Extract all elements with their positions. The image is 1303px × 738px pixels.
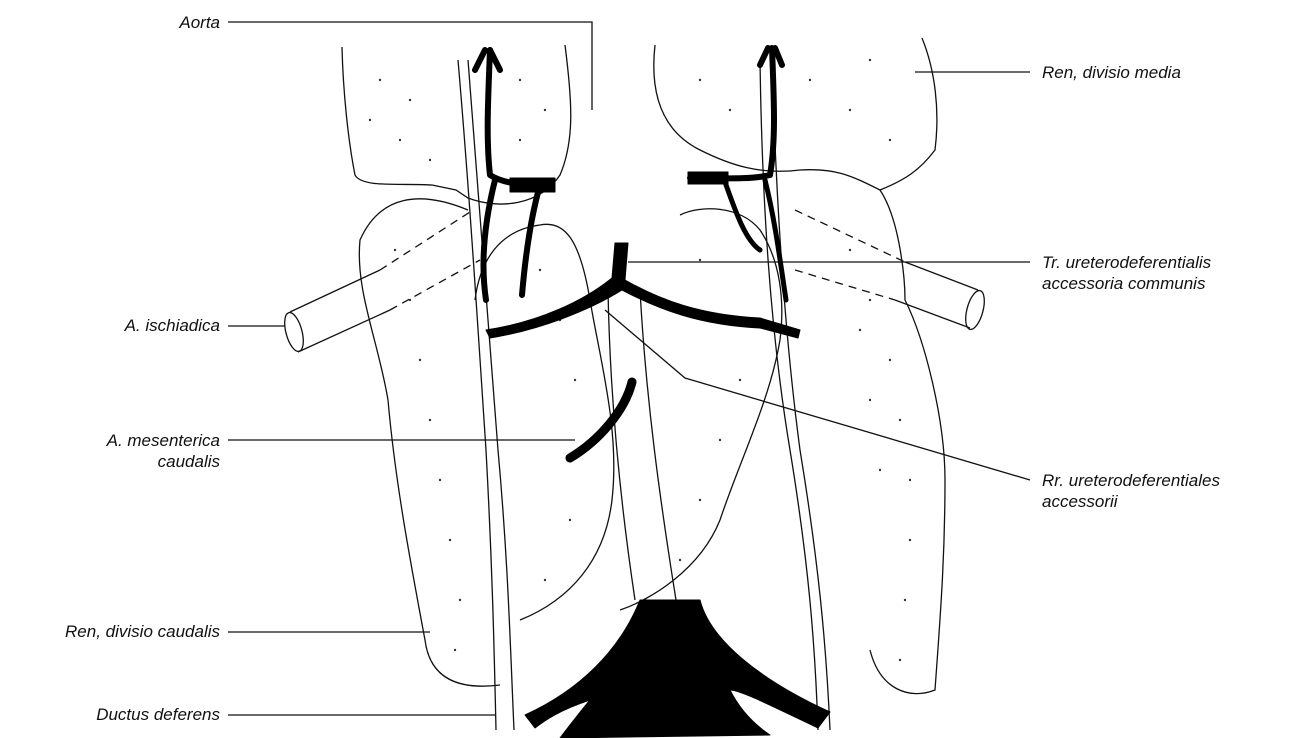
left-kidney-caudalis [359,199,500,686]
label-ren-divisio-caudalis: Ren, divisio caudalis [0,621,220,642]
label-rr-ureterodeferentiales: Rr. ureterodeferentiales accessorii [1042,470,1220,512]
leader-aorta [228,22,592,110]
aorta-outline-right [640,290,676,600]
a-mesenterica-caudalis [570,382,632,458]
right-kidney-media [654,38,937,190]
tr-ureterodeferentialis [486,243,800,338]
label-rr-ureterodeferentiales-line1: Rr. ureterodeferentiales [1042,470,1220,491]
label-a-mesenterica-line2: caudalis [20,451,220,472]
right-kidney-caudalis [870,190,945,694]
right-renal-artery-down [725,180,786,300]
aorta-bifurcation [525,600,830,738]
label-tr-ureterodeferentialis-line2: accessoria communis [1042,273,1211,294]
leader-rr-ureterodeferentiales [605,310,1030,480]
ductus-deferens-right-2 [772,60,830,730]
label-tr-ureterodeferentialis-line1: Tr. ureterodeferentialis [1042,252,1211,273]
label-rr-ureterodeferentiales-line2: accessorii [1042,491,1220,512]
label-ductus-deferens: Ductus deferens [0,704,220,725]
ischiadica-left-dashed [380,212,480,310]
ductus-deferens-right [760,60,818,730]
label-tr-ureterodeferentialis: Tr. ureterodeferentialis accessoria comm… [1042,252,1211,294]
label-ren-divisio-media: Ren, divisio media [1042,62,1181,83]
aorta-outline-left [608,290,635,600]
ischiadica-right-dashed [795,210,905,300]
label-a-mesenterica-line1: A. mesenterica [20,430,220,451]
label-a-mesenterica: A. mesenterica caudalis [20,430,220,472]
label-a-ischiadica: A. ischiadica [20,315,220,336]
label-aorta: Aorta [40,12,220,33]
right-kidney-medial [620,209,782,610]
